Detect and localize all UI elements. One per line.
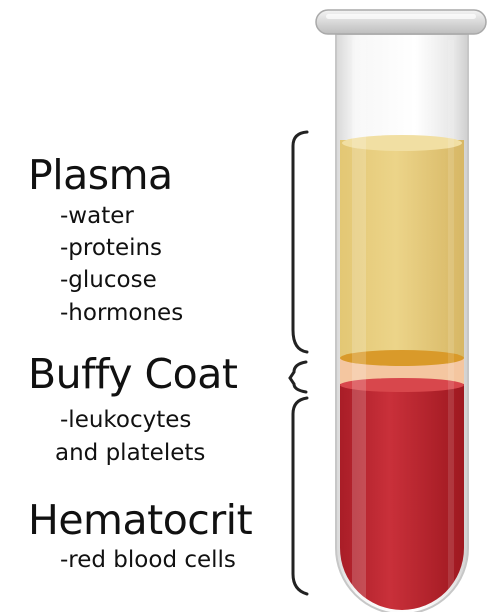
plasma-brace [293, 132, 307, 352]
test-tube-cap [316, 10, 486, 34]
plasma-item-glucose: -glucose [60, 266, 157, 294]
buffy-coat-title: Buffy Coat [28, 352, 237, 396]
plasma-item-water: -water [60, 202, 134, 230]
plasma-title: Plasma [28, 153, 173, 197]
buffy-coat-item-platelets: and platelets [55, 439, 205, 467]
hematocrit-item-rbc: -red blood cells [60, 546, 236, 574]
plasma-item-proteins: -proteins [60, 234, 162, 262]
buffy-coat-brace [290, 362, 306, 392]
hematocrit-title: Hematocrit [28, 498, 252, 542]
plasma-item-hormones: -hormones [60, 299, 183, 327]
hematocrit-brace [293, 398, 307, 594]
buffy-coat-item-leukocytes: -leukocytes [60, 406, 191, 434]
